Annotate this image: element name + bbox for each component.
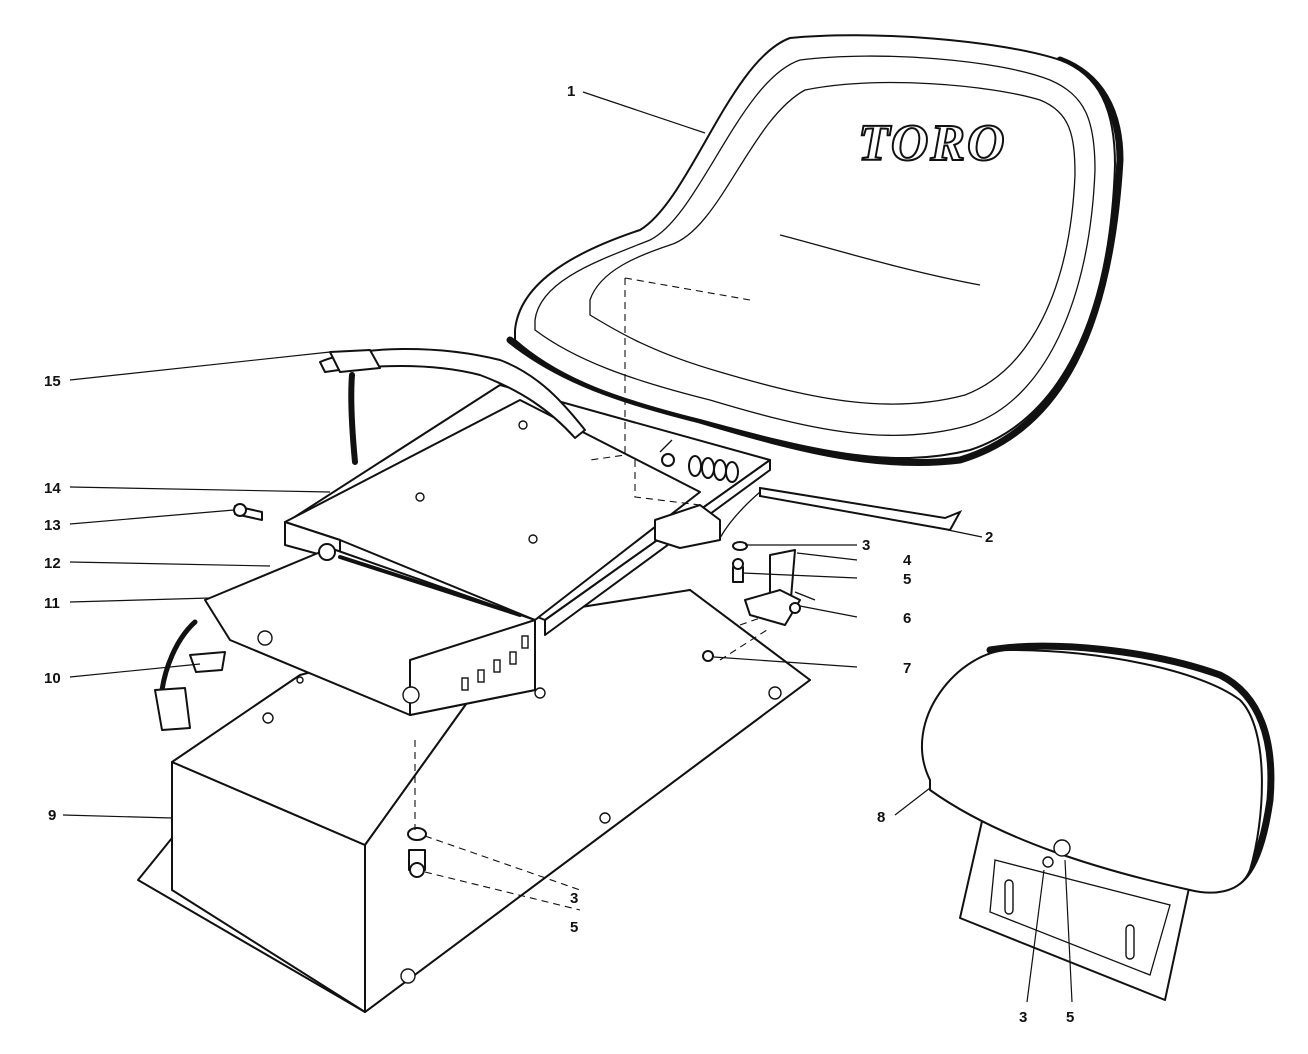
callout-9: 9 <box>48 807 56 824</box>
assembly-dashed-lines <box>414 277 771 911</box>
callout-8: 8 <box>877 809 885 826</box>
adjuster-lever <box>319 348 586 465</box>
callout-12: 12 <box>44 555 61 572</box>
callout-11: 11 <box>44 595 60 612</box>
callout-10: 10 <box>44 670 61 687</box>
brand-logo: TORO <box>858 115 1007 172</box>
retaining-strap <box>154 619 226 731</box>
callout-5: 5 <box>903 571 911 588</box>
callout-1: 1 <box>567 83 575 100</box>
slide-channel <box>204 547 536 716</box>
callout-leaders <box>62 91 1073 1003</box>
callout-13: 13 <box>44 517 61 534</box>
adjust-rod <box>719 486 963 539</box>
callout-6: 6 <box>903 610 911 627</box>
callout-labels: 1 2 3 4 5 6 7 8 9 10 11 12 13 14 15 3 5 … <box>44 83 1074 1026</box>
callout-5-base: 5 <box>570 919 578 936</box>
callout-15: 15 <box>44 373 61 390</box>
callout-14: 14 <box>44 480 61 497</box>
seat-back-cushion <box>921 642 1275 1001</box>
callout-3-back: 3 <box>1019 1009 1027 1026</box>
callout-2: 2 <box>985 529 993 546</box>
callout-7: 7 <box>903 660 911 677</box>
callout-3-base: 3 <box>570 890 578 907</box>
seat-shell: TORO <box>506 34 1124 467</box>
callout-3: 3 <box>862 537 870 554</box>
callout-4: 4 <box>903 552 912 569</box>
hardware-fasteners <box>233 503 748 878</box>
spring-assembly <box>654 439 739 549</box>
seat-mount-bracket <box>284 399 701 621</box>
seat-latch <box>744 549 816 626</box>
callout-5-back: 5 <box>1066 1009 1074 1026</box>
